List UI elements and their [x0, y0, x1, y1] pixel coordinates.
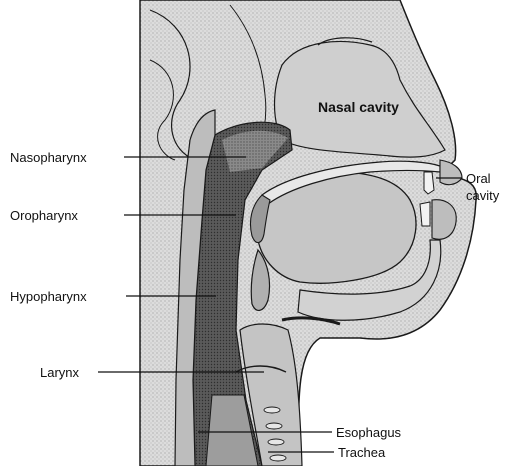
oral-cavity-label-line2: cavity [466, 188, 500, 203]
trachea-label: Trachea [338, 445, 386, 460]
larynx-label: Larynx [40, 365, 80, 380]
oropharynx-label: Oropharynx [10, 208, 78, 223]
nasal-cavity-label: Nasal cavity [318, 99, 399, 115]
upper-lip [440, 160, 462, 185]
nasopharynx-label: Nasopharynx [10, 150, 87, 165]
oral-cavity-label-line1: Oral [466, 171, 491, 186]
hypopharynx-label: Hypopharynx [10, 289, 87, 304]
esophagus-label: Esophagus [336, 425, 402, 440]
